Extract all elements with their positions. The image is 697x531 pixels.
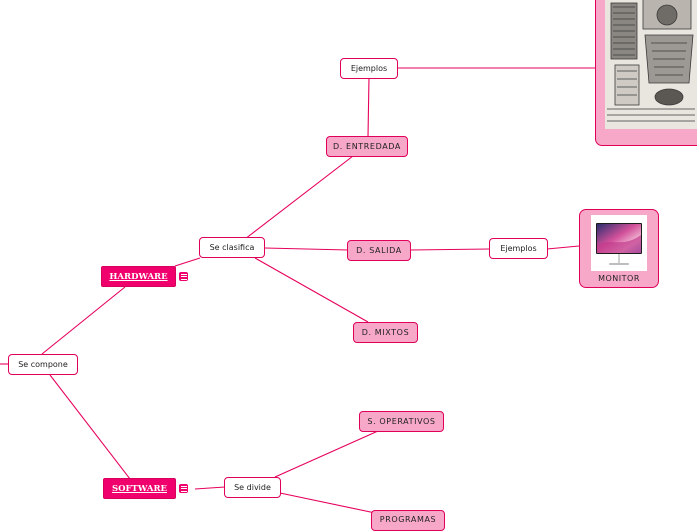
mind-map-connectors [0,67,596,515]
node-se-compone[interactable]: Se compone [8,354,78,375]
connector-dentredada-ejemplos [367,76,370,138]
node-programas[interactable]: PROGRAMAS [371,510,445,531]
node-hardware[interactable]: HARDWARE [101,266,176,287]
node-d-mixtos[interactable]: D. MIXTOS [353,322,418,343]
connector-hardware-seclasifica [174,257,201,267]
connector-sedivide-programas [279,492,381,515]
connector-seclasifica-dentredada [244,155,354,240]
node-se-divide[interactable]: Se divide [224,477,281,498]
node-software[interactable]: SOFTWARE [103,478,176,499]
monitor-image-card[interactable]: MONITOR [579,209,659,288]
node-se-clasifica[interactable]: Se clasifica [199,237,265,258]
monitor-caption: MONITOR [598,274,640,283]
node-s-operativos[interactable]: S. OPERATIVOS [359,411,444,432]
engraving-image [605,0,697,129]
node-ejemplos-salida[interactable]: Ejemplos [489,238,548,259]
connector-sedivide-soperativos [274,430,379,478]
hardware-note-icon[interactable] [179,272,188,281]
engraving-image-card[interactable] [595,0,697,146]
connector-seclasifica-dsalida [264,247,349,251]
connector-secompone-hardware [41,286,126,355]
connector-dsalida-ejemplos [409,248,491,251]
node-d-salida[interactable]: D. SALIDA [347,240,411,261]
node-ejemplos-entrada[interactable]: Ejemplos [340,58,398,79]
node-d-entredada[interactable]: D. ENTREDADA [326,136,408,157]
connector-ejemplos-monitor [546,245,580,250]
connector-software-sedivide [194,486,226,490]
connector-secompone-software [49,374,131,480]
software-note-icon[interactable] [179,484,188,493]
connector-seclasifica-dmixtos [254,257,369,323]
monitor-image [591,215,647,271]
